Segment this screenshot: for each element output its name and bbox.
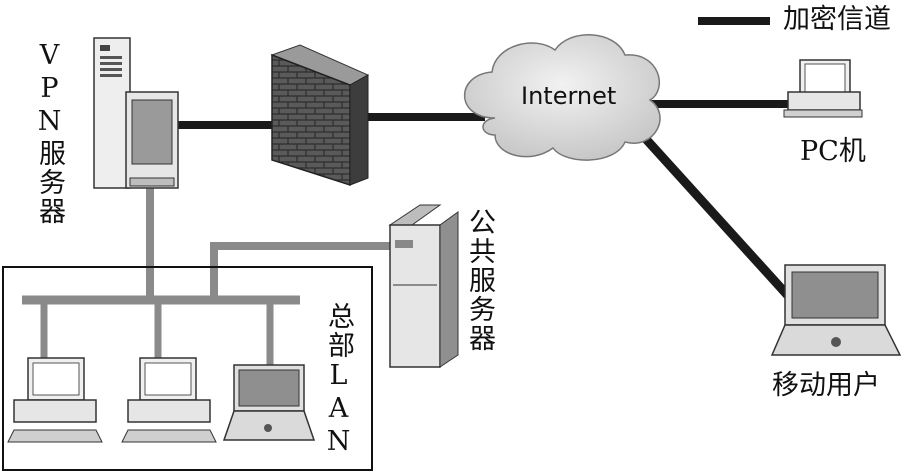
mobile-user-label: 移动用户 — [772, 370, 880, 401]
public-server-label: 公共服务器 — [464, 208, 495, 353]
pc-label: PC机 — [800, 136, 866, 167]
lan-pc-2-icon — [121, 357, 217, 443]
pc-icon — [783, 59, 863, 118]
vpn-server-label: VPN服务器 — [34, 40, 65, 226]
hq-lan-box — [2, 266, 373, 471]
internet-cloud-icon — [464, 34, 661, 161]
vpn-server-icon — [93, 37, 179, 189]
lan-laptop-icon — [222, 364, 316, 441]
internet-label: Internet — [521, 82, 617, 110]
legend-label: 加密信道 — [783, 4, 891, 35]
public-server-icon — [388, 204, 459, 368]
lan-pc-1-icon — [7, 357, 103, 443]
firewall-icon — [270, 44, 370, 187]
hq-lan-label: 总部LAN — [323, 302, 354, 459]
mobile-laptop-icon — [770, 264, 902, 356]
link-internet-mobile — [641, 134, 794, 302]
link-lan-public-server — [210, 242, 392, 300]
